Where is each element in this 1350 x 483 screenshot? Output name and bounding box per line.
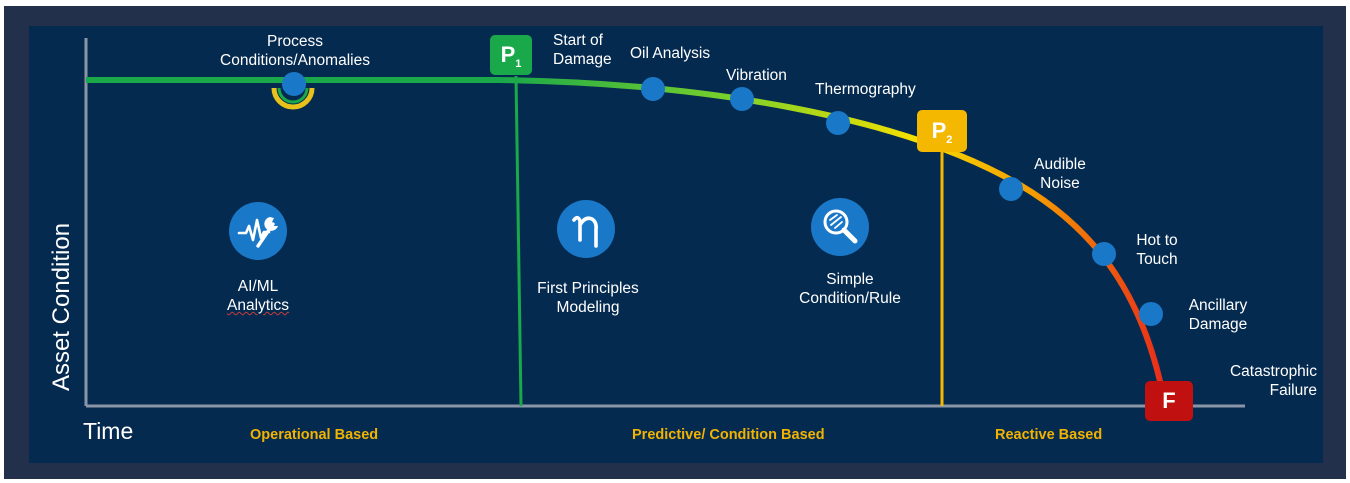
- process-conditions-label: Process Conditions/Anomalies: [201, 32, 389, 70]
- start-of-damage-label: Start of Damage: [553, 31, 612, 69]
- p1-letter: P: [500, 42, 516, 67]
- x-axis-label: Time: [83, 418, 134, 444]
- p1-line: [514, 75, 523, 407]
- f-marker: F: [1145, 381, 1193, 421]
- thermography-label: Thermography: [815, 81, 916, 98]
- audible-line2: Noise: [1040, 175, 1080, 192]
- ai-ml-line2: Analytics: [226, 297, 290, 314]
- oil-analysis-label: Oil Analysis: [630, 45, 711, 62]
- anomaly-cradle-icon: [271, 87, 315, 110]
- eta-symbol-icon: [557, 200, 615, 258]
- ai-ml-analytics-label: AI/ML Analytics: [198, 277, 318, 315]
- hot-to-touch-label: Hot to Touch: [1125, 231, 1189, 269]
- catastrophic-line2: Failure: [1269, 382, 1317, 399]
- f-letter: F: [1162, 388, 1176, 413]
- dot-oil-analysis: [641, 77, 665, 101]
- first-principles-label: First Principles Modeling: [518, 279, 658, 317]
- phase-reactive: Reactive Based: [995, 427, 1103, 443]
- start-of-damage-line2: Damage: [553, 51, 612, 68]
- audible-noise-label: Audible Noise: [1028, 155, 1092, 193]
- y-axis-label: Asset Condition: [48, 222, 75, 392]
- dot-hot-to-touch: [1092, 242, 1116, 266]
- hot-line2: Touch: [1136, 251, 1178, 268]
- hot-line1: Hot to: [1136, 232, 1178, 249]
- audible-line1: Audible: [1034, 156, 1086, 173]
- ancillary-damage-label: Ancillary Damage: [1177, 296, 1259, 334]
- process-line1: Process: [267, 33, 323, 50]
- dot-thermography: [826, 111, 850, 135]
- dot-process: [282, 72, 306, 96]
- dot-audible-noise: [999, 177, 1023, 201]
- vibration-label: Vibration: [726, 67, 787, 84]
- ancillary-line2: Damage: [1188, 316, 1248, 333]
- magnifier-icon: [811, 198, 869, 256]
- analytics-wrench-icon: [229, 202, 287, 260]
- p2-letter: P: [931, 118, 947, 143]
- start-of-damage-line1: Start of: [553, 32, 603, 49]
- p2-subscript: 2: [946, 134, 953, 146]
- ancillary-line1: Ancillary: [1188, 297, 1248, 314]
- catastrophic-line1: Catastrophic: [1229, 363, 1317, 380]
- dot-vibration: [730, 87, 754, 111]
- dot-ancillary-damage: [1139, 302, 1163, 326]
- first-principles-line2: Modeling: [556, 299, 620, 316]
- first-principles-line1: First Principles: [537, 280, 639, 297]
- p1-marker: P1: [490, 35, 532, 75]
- phase-predictive: Predictive/ Condition Based: [632, 427, 825, 443]
- catastrophic-failure-label: Catastrophic Failure: [1205, 362, 1317, 400]
- phase-operational: Operational Based: [250, 427, 379, 443]
- ai-ml-line1: AI/ML: [237, 278, 279, 295]
- simple-line1: Simple: [826, 271, 874, 288]
- simple-condition-label: Simple Condition/Rule: [785, 270, 915, 308]
- p1-subscript: 1: [515, 58, 522, 70]
- process-line2: Conditions/Anomalies: [220, 52, 370, 69]
- p2-marker: P2: [917, 110, 967, 152]
- simple-line2: Condition/Rule: [799, 290, 901, 307]
